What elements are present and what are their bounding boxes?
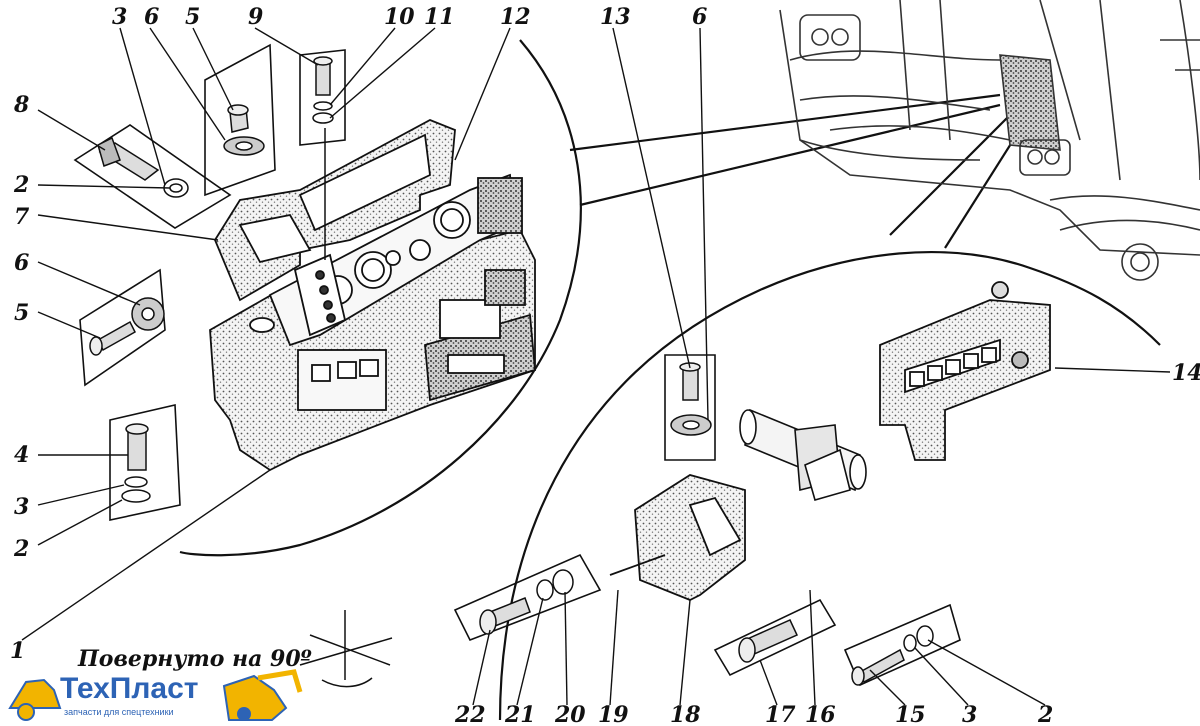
callout-3-bottom: 3 bbox=[962, 702, 977, 726]
rotation-note: Повернуто на 90º bbox=[78, 646, 312, 672]
callout-10: 10 bbox=[384, 4, 415, 30]
callout-3-left: 3 bbox=[14, 494, 29, 520]
hardware-parts bbox=[89, 56, 934, 686]
logo-tagline: запчасти для спецтехники bbox=[64, 707, 174, 717]
callout-2-left-top: 2 bbox=[13, 172, 29, 198]
housing-block bbox=[609, 474, 746, 601]
callout-19: 19 bbox=[598, 702, 629, 726]
switch-block bbox=[879, 281, 1051, 461]
callout-11: 11 bbox=[424, 4, 455, 30]
callout-15: 15 bbox=[895, 702, 926, 726]
callout-4: 4 bbox=[14, 442, 29, 468]
rotation-axis-symbol bbox=[299, 610, 393, 688]
callout-2-bottom: 2 bbox=[1037, 702, 1053, 726]
techplast-logo bbox=[8, 669, 303, 721]
callout-18: 18 bbox=[670, 702, 701, 726]
callout-6-top-right: 6 bbox=[692, 4, 707, 30]
callout-7: 7 bbox=[14, 204, 30, 230]
callout-9: 9 bbox=[248, 4, 263, 30]
callout-labels: 3 6 5 9 10 11 12 13 6 8 2 7 6 5 4 3 2 1 … bbox=[10, 4, 1200, 726]
logo-wordmark: ТехПласт bbox=[60, 672, 199, 705]
callout-2-left-bottom: 2 bbox=[13, 536, 29, 562]
callout-12: 12 bbox=[500, 4, 531, 30]
callout-21: 21 bbox=[504, 702, 536, 726]
callout-22: 22 bbox=[454, 702, 486, 726]
callout-6-left: 6 bbox=[14, 250, 29, 276]
callout-5-left: 5 bbox=[14, 300, 29, 326]
callout-5-top: 5 bbox=[185, 4, 200, 30]
tube-bracket bbox=[739, 408, 867, 501]
callout-20: 20 bbox=[554, 702, 586, 726]
hardware-frames bbox=[73, 43, 961, 687]
callout-17: 17 bbox=[765, 702, 796, 726]
leader-lines bbox=[21, 27, 1171, 706]
callout-16: 16 bbox=[805, 702, 836, 726]
dashboard-assembly bbox=[209, 119, 536, 472]
callout-14: 14 bbox=[1172, 360, 1200, 386]
callout-1: 1 bbox=[10, 638, 25, 664]
callout-6-top: 6 bbox=[144, 4, 159, 30]
callout-8: 8 bbox=[13, 92, 29, 118]
callout-3-top: 3 bbox=[112, 4, 127, 30]
truck-cab-illustration bbox=[779, 0, 1200, 281]
callout-13: 13 bbox=[600, 4, 631, 30]
